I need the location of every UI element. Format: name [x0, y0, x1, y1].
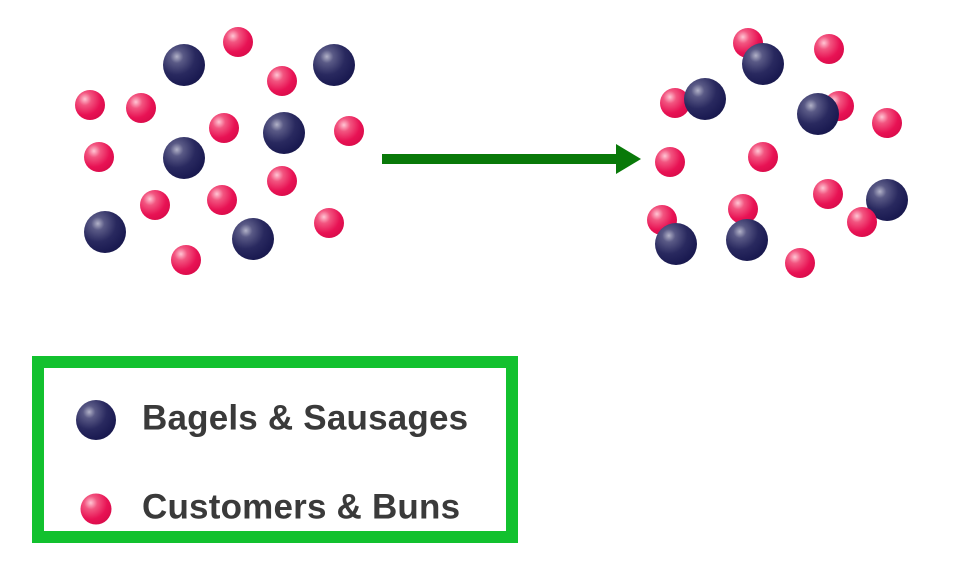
bagel-swatch-icon [76, 400, 116, 440]
bagel-ball [726, 219, 768, 261]
customer-ball [209, 113, 239, 143]
customer-ball [872, 108, 902, 138]
bagel-ball [684, 78, 726, 120]
customer-ball [785, 248, 815, 278]
bagel-ball [263, 112, 305, 154]
bagel-ball [163, 137, 205, 179]
customer-ball [140, 190, 170, 220]
bagel-ball [655, 223, 697, 265]
customer-swatch-icon [80, 493, 112, 525]
customer-ball [813, 179, 843, 209]
bagel-ball [84, 211, 126, 253]
customer-ball [207, 185, 237, 215]
legend-box: Bagels & Sausages Customers & Buns [32, 356, 518, 543]
customer-ball [748, 142, 778, 172]
customer-ball [314, 208, 344, 238]
bagel-ball [313, 44, 355, 86]
legend-label-customers: Customers & Buns [142, 487, 461, 527]
customer-ball [75, 90, 105, 120]
customer-ball [267, 166, 297, 196]
customer-ball [847, 207, 877, 237]
legend-label-bagels: Bagels & Sausages [142, 398, 469, 438]
customer-ball [223, 27, 253, 57]
customer-ball [814, 34, 844, 64]
customer-ball [655, 147, 685, 177]
bagel-ball [742, 43, 784, 85]
bagel-ball [797, 93, 839, 135]
customer-ball [171, 245, 201, 275]
customer-ball [267, 66, 297, 96]
customer-ball [126, 93, 156, 123]
bagel-ball [232, 218, 274, 260]
customer-ball [334, 116, 364, 146]
bagel-ball [163, 44, 205, 86]
customer-ball [84, 142, 114, 172]
